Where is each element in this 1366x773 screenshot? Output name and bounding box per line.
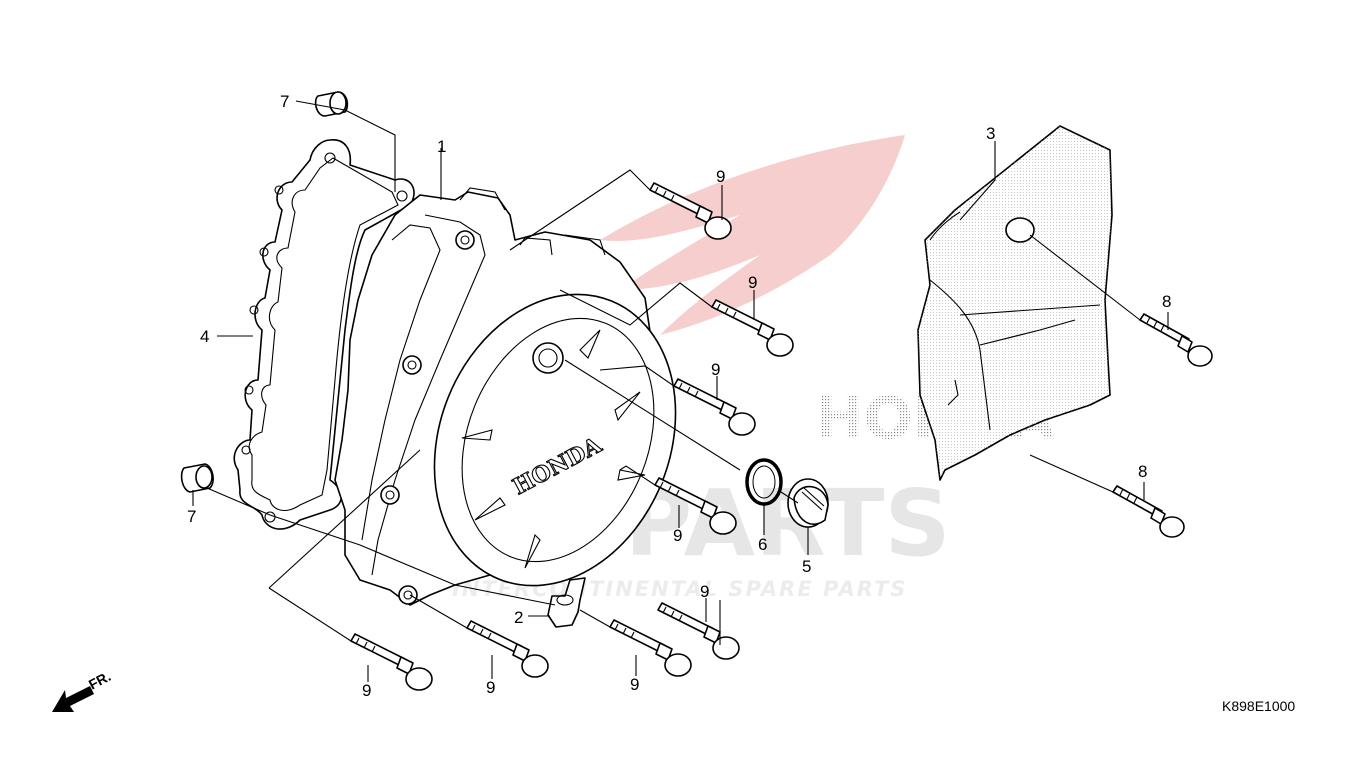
callout-9-c: 9 xyxy=(711,360,720,379)
part-left-crankcase-cover: HONDA xyxy=(334,187,677,606)
callout-9-g: 9 xyxy=(486,678,495,697)
callout-8-lower: 8 xyxy=(1138,462,1147,481)
part-clamp xyxy=(547,577,586,628)
front-arrow-icon xyxy=(52,686,94,712)
callout-3: 3 xyxy=(986,124,995,143)
part-sprocket-cover xyxy=(917,125,1113,481)
callout-4: 4 xyxy=(200,327,209,346)
callout-9-e: 9 xyxy=(700,582,709,601)
callout-9-f: 9 xyxy=(630,675,639,694)
part-gasket xyxy=(233,139,415,530)
callout-9-h: 9 xyxy=(362,681,371,700)
part-bolt-9-f xyxy=(609,619,692,677)
part-bolt-9-g xyxy=(466,620,549,678)
part-bolt-9-d xyxy=(654,477,737,535)
front-direction-indicator: FR. xyxy=(52,668,113,712)
part-bolt-9-e xyxy=(657,602,740,660)
part-bolt-9-c xyxy=(673,378,756,436)
callout-9-a: 9 xyxy=(716,167,725,186)
callouts: 7 1 4 7 2 3 6 5 8 8 9 9 9 9 9 9 9 9 xyxy=(187,92,1171,700)
callout-8-upper: 8 xyxy=(1162,292,1171,311)
callout-2: 2 xyxy=(514,608,523,627)
callout-1: 1 xyxy=(437,137,446,156)
callout-7-bottom: 7 xyxy=(187,507,196,526)
callout-5: 5 xyxy=(802,557,811,576)
callout-9-d: 9 xyxy=(673,526,682,545)
callout-9-b: 9 xyxy=(748,273,757,292)
part-bolt-9-a xyxy=(649,182,732,240)
leader-lines xyxy=(192,100,1169,682)
callout-7-top: 7 xyxy=(280,92,289,111)
part-dowel-pin-top xyxy=(314,91,349,117)
part-bolt-8-lower xyxy=(1112,485,1185,538)
part-bolt-9-h xyxy=(350,633,433,691)
part-bolt-8-upper xyxy=(1139,313,1213,367)
part-filler-plug xyxy=(787,478,829,528)
callout-6: 6 xyxy=(758,535,767,554)
part-bolt-9-b xyxy=(711,299,794,357)
part-dowel-pin-bottom xyxy=(180,463,214,493)
diagram-code: K898E1000 xyxy=(1222,698,1295,714)
